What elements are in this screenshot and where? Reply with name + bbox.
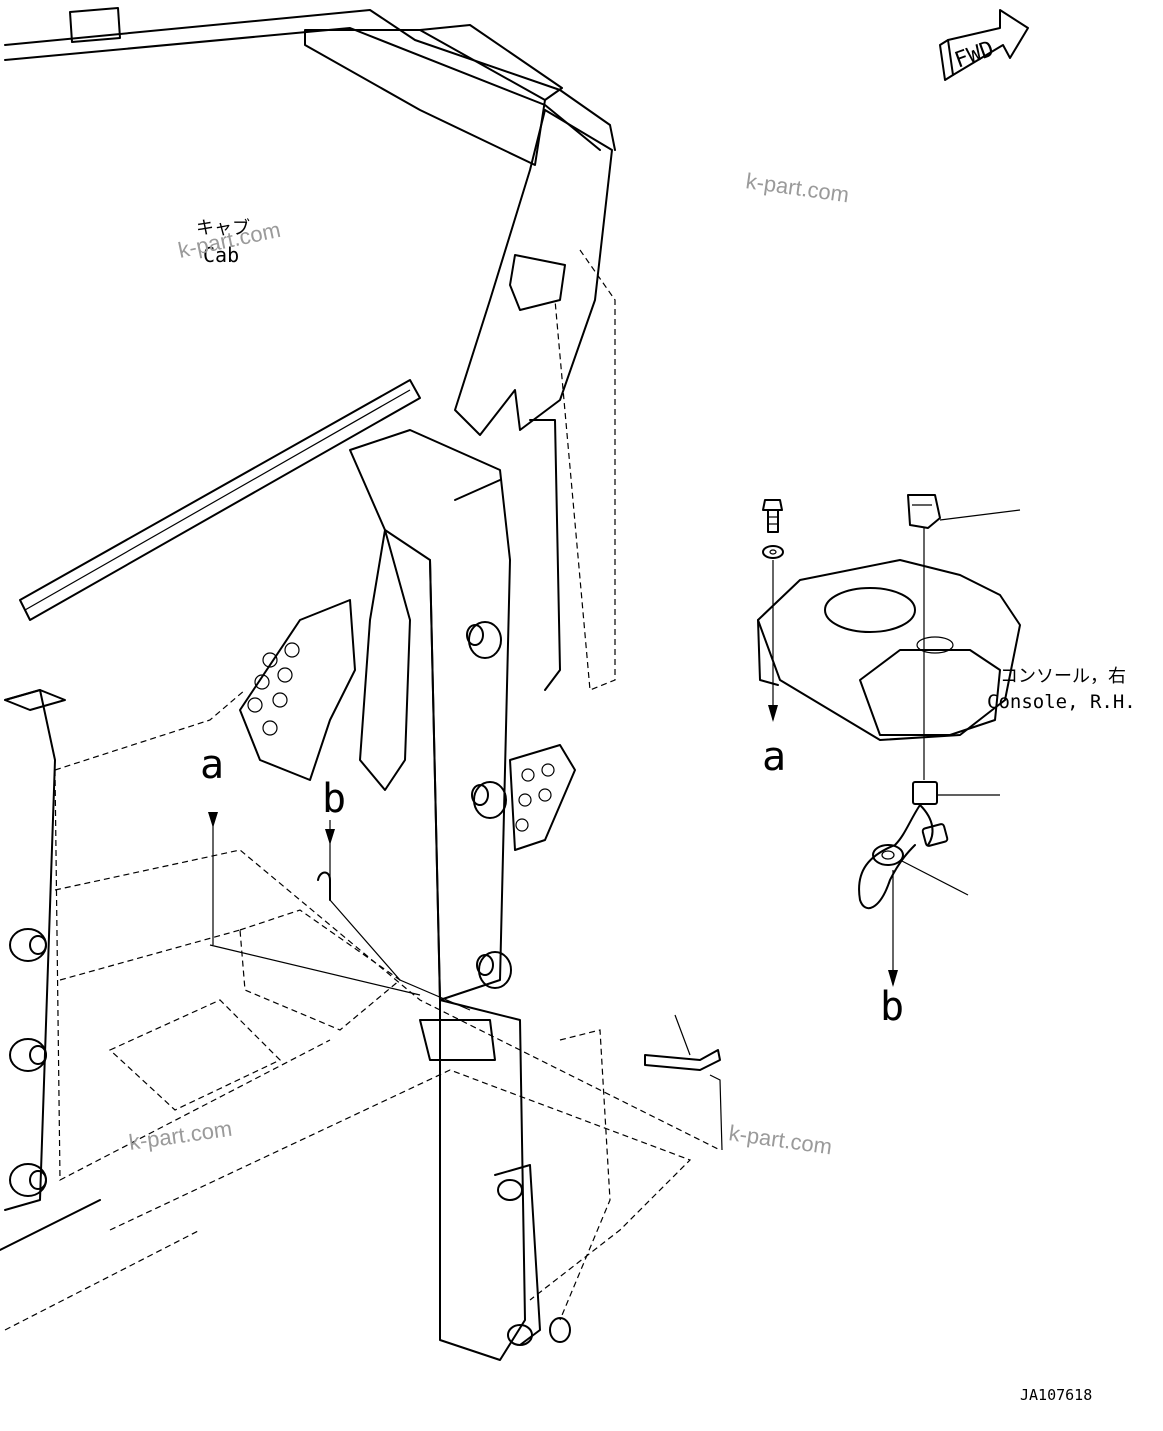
ref-label-a-right: a	[762, 734, 786, 780]
drawing-id: JA107618	[1020, 1386, 1092, 1404]
fwd-label: FWD	[952, 37, 998, 74]
cab-label-en: Cab	[203, 243, 239, 267]
cab-label-jp: キャブ	[196, 217, 250, 239]
ref-label-b-right: b	[880, 984, 904, 1030]
ref-label-b-left: b	[322, 776, 346, 822]
ref-arrow-b-left	[325, 820, 335, 900]
cab-frame	[0, 7, 723, 1361]
ref-label-a-left: a	[200, 742, 224, 788]
fwd-arrow-icon: FWD	[939, 9, 1029, 81]
watermark-3: k-part.com	[127, 1116, 233, 1155]
watermark-4: k-part.com	[727, 1120, 833, 1159]
console-assembly	[757, 494, 1021, 987]
ref-arrow-a-left	[208, 812, 218, 945]
watermark-1: k-part.com	[744, 168, 850, 207]
console-label-en: Console, R.H.	[987, 691, 1136, 713]
console-label-jp: コンソール，右	[1000, 666, 1126, 687]
